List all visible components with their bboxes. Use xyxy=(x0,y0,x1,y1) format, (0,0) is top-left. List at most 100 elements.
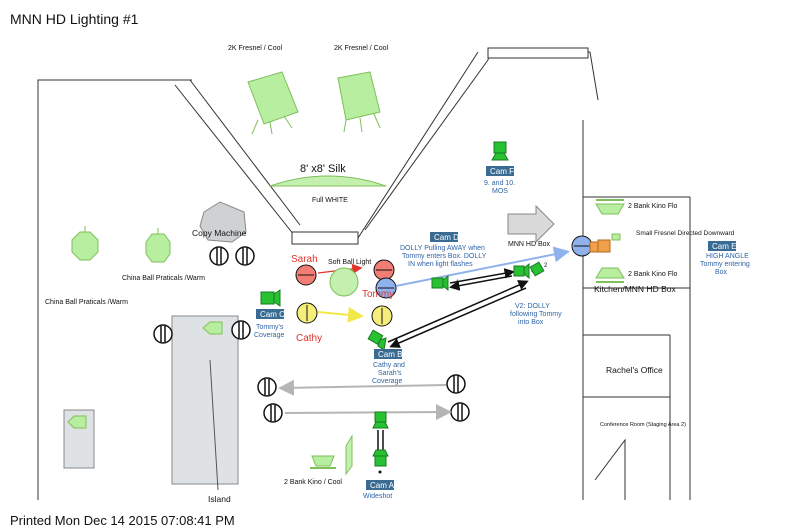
small-fresnel-label: Small Fresnel Directed Downward xyxy=(636,230,735,237)
v-wall-right-inner xyxy=(357,51,479,239)
soft-ball-label: Soft Ball Light xyxy=(328,259,371,266)
svg-text:Coverage: Coverage xyxy=(254,332,284,339)
cathy-label: Cathy xyxy=(296,333,322,344)
conference-room-label: Conference Room (Staging Area 2) xyxy=(600,422,686,428)
silk xyxy=(269,175,387,187)
svg-text:following Tommy: following Tommy xyxy=(510,311,562,318)
cam-e xyxy=(589,239,611,253)
svg-text:Cam A: Cam A xyxy=(370,481,395,490)
cam-d-end xyxy=(513,262,530,280)
fresnel-2-label: 2K Fresnel / Cool xyxy=(334,45,389,52)
kino-top xyxy=(595,199,625,215)
kino-bottom-label: 2 Bank Kino Flo xyxy=(628,271,678,278)
practical-light-1 xyxy=(209,246,229,266)
sarah-label: Sarah xyxy=(291,254,318,265)
cam-a-top xyxy=(372,411,389,429)
bg-light-left-2 xyxy=(263,403,283,423)
v2-cam xyxy=(529,261,545,277)
full-white-label: Full WHITE xyxy=(312,197,348,204)
tommy-pos-1 xyxy=(373,259,395,281)
mnn-box-label: MNN HD Box xyxy=(508,241,551,248)
doorway xyxy=(291,231,359,245)
svg-text:into Box: into Box xyxy=(518,319,544,326)
print-timestamp: Printed Mon Dec 14 2015 07:08:41 PM xyxy=(10,513,235,528)
cam-b-tag: Cam B xyxy=(374,349,402,359)
svg-text:HIGH ANGLE: HIGH ANGLE xyxy=(706,253,749,260)
svg-text:Tommy entering: Tommy entering xyxy=(700,261,750,268)
silk-label: 8' x8' Silk xyxy=(300,163,346,175)
small-fresnel xyxy=(611,233,621,241)
china-ball-2 xyxy=(145,228,171,263)
svg-text:Cam B: Cam B xyxy=(378,350,402,359)
island-label: Island xyxy=(208,494,231,504)
cam-f-tag: Cam F xyxy=(486,166,514,176)
mnn-box-arrow xyxy=(507,204,555,244)
cathy-move-arrow xyxy=(317,306,364,323)
cam-d xyxy=(431,274,449,292)
svg-text:Tommy's: Tommy's xyxy=(256,324,284,331)
china-ball-2-label: China Ball Praticals /Warm xyxy=(122,275,205,282)
v-wall-left-outer xyxy=(174,84,295,236)
fresnel-1-label: 2K Fresnel / Cool xyxy=(228,45,283,52)
kino-cool-bottom xyxy=(310,434,353,476)
door-top-right xyxy=(487,47,589,59)
svg-text:Cam C: Cam C xyxy=(260,310,285,319)
soft-ball-light xyxy=(329,267,359,297)
svg-text:Cathy and: Cathy and xyxy=(373,362,405,369)
tommy-in-box xyxy=(571,235,593,257)
fresnel-1 xyxy=(247,71,299,135)
kitchen-label: Kitchen/MNN HD Box xyxy=(594,284,676,294)
cathy-end xyxy=(371,305,393,327)
bg-light-left-1 xyxy=(257,377,277,397)
practical-light-3 xyxy=(153,324,173,344)
kino-top-label: 2 Bank Kino Flo xyxy=(628,203,678,210)
v-wall-left-inner xyxy=(189,79,301,226)
bg-move-arrow-2 xyxy=(284,404,452,421)
svg-text:Tommy enters Box. DOLLY: Tommy enters Box. DOLLY xyxy=(402,253,487,260)
kino-bottom xyxy=(595,267,625,283)
copy-machine xyxy=(199,201,247,243)
cam-f xyxy=(491,141,509,161)
cam-a-tag: Cam A xyxy=(366,480,395,490)
svg-text:Cam E: Cam E xyxy=(712,242,736,251)
svg-text:V2: DOLLY: V2: DOLLY xyxy=(515,303,550,310)
cam-b xyxy=(367,329,387,351)
svg-text:MOS: MOS xyxy=(492,188,508,195)
cam-d-tag: Cam D xyxy=(430,232,459,242)
cam-c xyxy=(260,289,281,307)
cathy xyxy=(296,302,318,324)
svg-text:Wideshot: Wideshot xyxy=(363,493,392,500)
page-title: MNN HD Lighting #1 xyxy=(10,11,139,27)
copy-machine-label: Copy Machine xyxy=(192,228,247,238)
bg-light-right-1 xyxy=(446,374,466,394)
left-wall xyxy=(37,79,192,500)
svg-text:DOLLY Pulling AWAY when: DOLLY Pulling AWAY when xyxy=(400,245,485,252)
cam-c-tag: Cam C xyxy=(256,309,285,319)
svg-text:Cam F: Cam F xyxy=(490,167,514,176)
china-ball-1 xyxy=(71,226,99,261)
svg-text:2: 2 xyxy=(544,263,548,269)
rachels-office-label: Rachel's Office xyxy=(606,365,663,375)
svg-text:Sarah's: Sarah's xyxy=(378,370,402,377)
fresnel-2 xyxy=(337,71,381,133)
island-light xyxy=(202,321,223,335)
sarah xyxy=(295,264,317,286)
cam-b-dolly-track xyxy=(387,280,529,343)
cam-e-tag: Cam E xyxy=(708,241,736,251)
v-wall-right-outer xyxy=(364,59,489,231)
tommy-pos-2 xyxy=(375,277,397,299)
svg-text:Box: Box xyxy=(715,269,728,276)
kino-cool-label: 2 Bank Kino / Cool xyxy=(284,479,342,486)
svg-text:9. and 10.: 9. and 10. xyxy=(484,180,515,187)
cam-d-dolly-track xyxy=(449,268,515,284)
svg-text:Coverage: Coverage xyxy=(372,378,402,385)
tommy-label: Tommy xyxy=(362,289,394,300)
island xyxy=(171,315,239,485)
bg-light-right-2 xyxy=(450,402,470,422)
tommy-move-arrow xyxy=(395,246,570,287)
china-ball-1-label: China Ball Praticals /Warm xyxy=(45,299,128,306)
cam-a xyxy=(372,449,389,467)
bg-move-arrow-1 xyxy=(278,379,447,396)
side-light xyxy=(67,415,87,429)
